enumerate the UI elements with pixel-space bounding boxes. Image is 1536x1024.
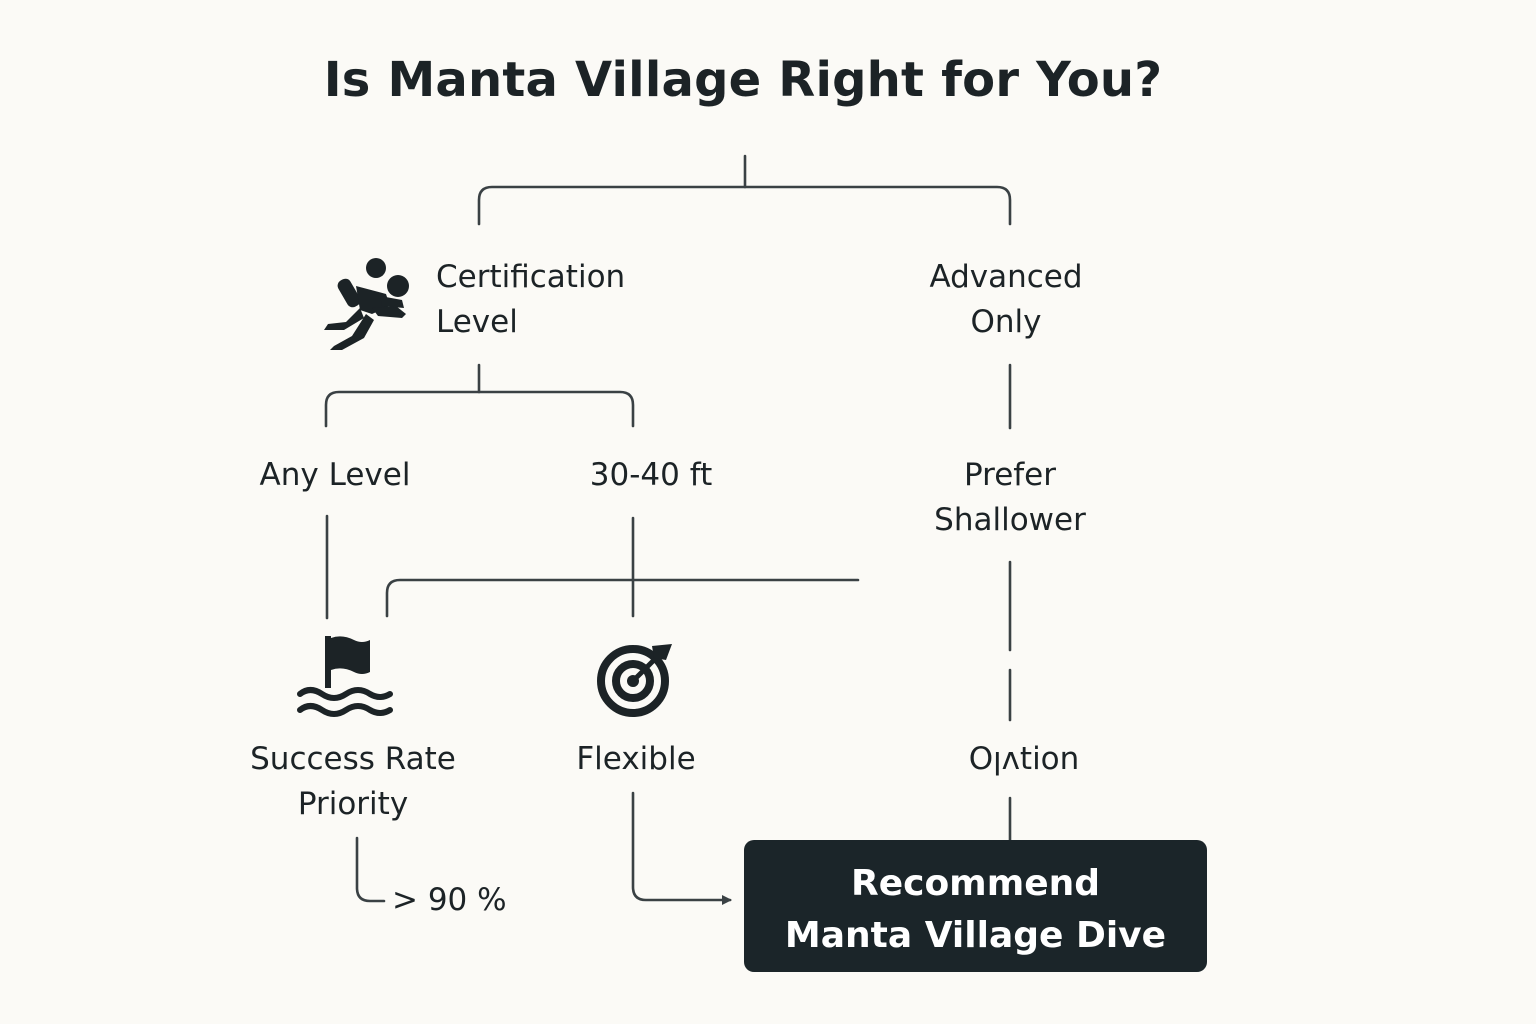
option-node: Oןʌtion [968, 741, 1080, 777]
prefer-line-1: Prefer [963, 457, 1057, 493]
scuba-diver-icon [324, 258, 409, 350]
certification-bracket [324, 390, 635, 428]
advanced-only-node: Advanced Only [904, 255, 1108, 345]
result-line-1: Recommend [850, 863, 1101, 904]
success-line-1: Success Rate [250, 741, 456, 777]
success-rate-node: Success Rate Priority [230, 737, 476, 827]
success-to-threshold-line [355, 836, 386, 903]
certification-line-2: Level [436, 304, 518, 340]
cross-connector [385, 578, 860, 618]
advanced-line-2: Only [970, 304, 1042, 340]
advanced-line-1: Advanced [929, 259, 1083, 295]
prefer-line-2: Shallower [934, 502, 1086, 538]
success-line-2: Priority [297, 786, 409, 822]
flexible-to-result-arrow [631, 791, 732, 905]
result-line-2: Manta Village Dive [784, 915, 1167, 956]
certification-level-node: Certification Level [436, 255, 625, 345]
depth-node: 30-40 ft [589, 457, 713, 493]
flag-water-icon [297, 636, 393, 717]
threshold-node: > 90 % [392, 882, 507, 918]
prefer-shallower-node: Prefer Shallower [910, 453, 1110, 543]
certification-line-1: Certification [436, 259, 626, 295]
recommend-result-box: Recommend Manta Village Dive [744, 840, 1207, 972]
page-title: Is Manta Village Right for You? [323, 52, 1163, 108]
flexible-node: Flexible [576, 741, 696, 777]
target-arrow-icon [597, 644, 672, 717]
top-bracket [477, 185, 1012, 226]
any-level-node: Any Level [259, 457, 411, 493]
